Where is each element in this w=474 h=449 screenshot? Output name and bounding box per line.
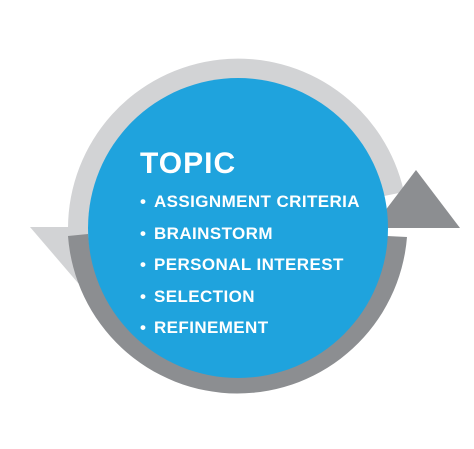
list-item: • REFINEMENT	[140, 312, 400, 344]
topic-content: TOPIC • ASSIGNMENT CRITERIA • BRAINSTORM •…	[140, 146, 400, 344]
list-item-label: PERSONAL INTEREST	[154, 255, 344, 274]
list-item: • ASSIGNMENT CRITERIA	[140, 186, 400, 218]
list-item-label: BRAINSTORM	[154, 223, 273, 243]
topic-list: • ASSIGNMENT CRITERIA • BRAINSTORM • PERSON…	[140, 186, 400, 344]
right-arrowhead	[372, 170, 460, 228]
bullet: •	[140, 223, 147, 243]
list-item: • PERSONAL INTEREST	[140, 249, 400, 281]
list-item-label: REFINEMENT	[154, 318, 269, 337]
lower-cycle-arc	[68, 234, 407, 394]
bullet: •	[140, 318, 147, 337]
list-item-label: ASSIGNMENT CRITERIA	[154, 192, 360, 211]
list-item-label: SELECTION	[154, 286, 255, 306]
bullet: •	[140, 255, 147, 274]
topic-circle	[88, 78, 388, 378]
list-item: • SELECTION	[140, 281, 400, 313]
bullet: •	[140, 286, 147, 306]
topic-title: TOPIC	[140, 147, 237, 180]
bullet: •	[140, 192, 147, 211]
list-item: • BRAINSTORM	[140, 218, 400, 250]
upper-cycle-arc	[68, 58, 404, 228]
